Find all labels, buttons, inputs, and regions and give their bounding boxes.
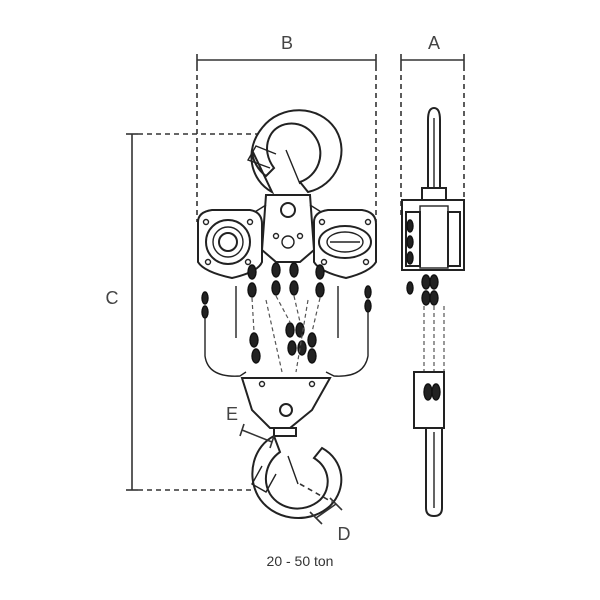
- dimension-c: C: [106, 133, 262, 491]
- hand-chains: [201, 285, 372, 377]
- label-d: D: [338, 524, 351, 544]
- right-gearbox: [313, 209, 377, 280]
- side-view: [401, 106, 465, 518]
- dimension-a: A: [400, 33, 465, 215]
- dimension-d: D: [299, 483, 351, 544]
- label-b: B: [281, 33, 293, 53]
- bottom-block: [240, 377, 332, 429]
- label-c: C: [106, 288, 119, 308]
- chain-inner-left: [271, 262, 297, 356]
- dimension-b: B: [196, 33, 377, 222]
- capacity-caption: 20 - 50 ton: [267, 553, 334, 569]
- bottom-hook: [251, 427, 343, 520]
- label-a: A: [428, 33, 440, 53]
- left-gearbox: [197, 209, 263, 280]
- load-chains: [247, 262, 325, 373]
- chain-left-outer: [247, 264, 261, 364]
- top-hook: [246, 109, 343, 195]
- chain-inner-right: [289, 262, 307, 356]
- chain-right-outer: [307, 264, 325, 364]
- center-plate: [249, 194, 327, 263]
- dimension-e: E: [226, 404, 275, 449]
- label-e: E: [226, 404, 238, 424]
